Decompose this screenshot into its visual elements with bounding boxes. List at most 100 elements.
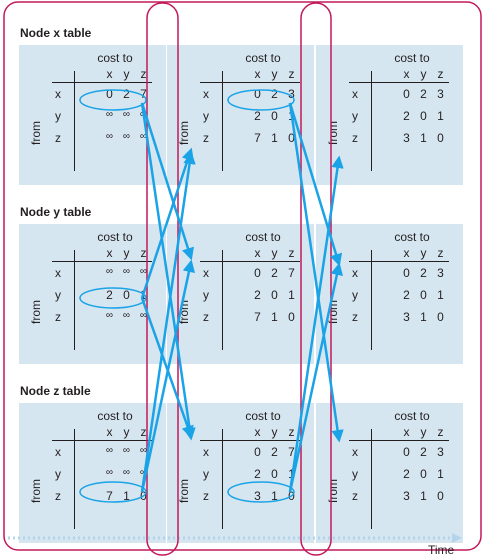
cost-cell-y-x: 2 [403, 467, 410, 481]
cost-cell-y-z: 1 [288, 288, 295, 302]
row-rule [371, 71, 372, 171]
cost-cell-x-y: 2 [420, 87, 427, 101]
cost-cell-x-x: 0 [254, 266, 261, 280]
cost-cell-y-y: ∞ [122, 467, 131, 478]
header-rule [349, 261, 449, 262]
cost-cell-y-z: 1 [437, 288, 444, 302]
column-header-x: x [403, 67, 410, 81]
column-header-x: x [403, 246, 410, 260]
row-header-x: x [203, 445, 209, 459]
node-y-table-title: Node y table [20, 205, 92, 219]
cost-cell-z-y: 1 [123, 489, 130, 503]
column-header-y: y [420, 246, 427, 260]
row-header-x: x [203, 266, 209, 280]
cost-cell-y-x: 2 [403, 288, 410, 302]
cost-cell-x-x: 0 [403, 266, 410, 280]
column-header-y: y [420, 67, 427, 81]
cost-cell-z-z: ∞ [139, 131, 148, 142]
cost-cell-y-x: 2 [254, 109, 261, 123]
cost-cell-x-z: ∞ [139, 445, 148, 456]
header-rule [200, 440, 300, 441]
row-header-z: z [352, 131, 358, 145]
exchange-band-2 [300, 2, 332, 556]
header-rule [349, 440, 449, 441]
column-header-z: z [437, 67, 444, 81]
cost-cell-z-y: 1 [420, 489, 427, 503]
row-header-z: z [55, 310, 61, 324]
timeline-arrowhead [452, 533, 462, 543]
cost-cell-x-z: ∞ [139, 266, 148, 277]
message-arrow-3 [140, 147, 194, 299]
cost-cell-z-x: 3 [254, 489, 261, 503]
row-header-z: z [55, 489, 61, 503]
cost-to-label: cost to [245, 230, 281, 244]
cost-to-label: cost to [245, 409, 281, 423]
column-header-x: x [106, 425, 113, 439]
cost-cell-z-z: 0 [288, 310, 295, 324]
cost-cell-y-z: 1 [437, 109, 444, 123]
column-header-z: z [437, 246, 444, 260]
column-header-z: z [140, 246, 147, 260]
message-arrow-6 [140, 259, 196, 493]
message-arrow-9 [288, 155, 344, 493]
cost-cell-y-y: 0 [271, 467, 278, 481]
cost-cell-z-x: 3 [403, 310, 410, 324]
cost-cell-z-x: 7 [254, 310, 261, 324]
column-header-z: z [288, 425, 295, 439]
cost-cell-z-x: ∞ [105, 131, 114, 142]
header-rule [349, 82, 449, 83]
cost-cell-x-z: 7 [288, 266, 295, 280]
cost-cell-z-x: 3 [403, 489, 410, 503]
row-rule [371, 429, 372, 529]
cost-cell-x-x: 0 [403, 87, 410, 101]
header-rule [52, 82, 152, 83]
cost-cell-x-y: ∞ [122, 445, 131, 456]
row-rule [371, 250, 372, 350]
cost-to-label: cost to [394, 409, 430, 423]
cost-cell-x-x: 0 [254, 445, 261, 459]
row-header-y: y [203, 467, 209, 481]
cost-cell-x-z: 3 [437, 445, 444, 459]
row-header-x: x [352, 266, 358, 280]
row-header-y: y [55, 288, 61, 302]
message-arrow-4 [140, 297, 194, 439]
cost-cell-x-x: 0 [106, 87, 113, 101]
cost-cell-x-y: ∞ [122, 266, 131, 277]
message-arrow-7 [288, 102, 343, 267]
row-header-z: z [203, 489, 209, 503]
message-arrow-10 [288, 262, 343, 493]
cost-cell-x-y: 2 [271, 266, 278, 280]
column-header-y: y [271, 425, 278, 439]
cost-to-label: cost to [97, 409, 133, 423]
cost-cell-z-z: 0 [437, 310, 444, 324]
cost-cell-z-y: 1 [420, 310, 427, 324]
row-header-x: x [352, 87, 358, 101]
message-arrow-1 [140, 102, 194, 261]
cost-cell-y-x: ∞ [105, 109, 114, 120]
row-header-z: z [352, 310, 358, 324]
row-rule [222, 250, 223, 350]
cost-cell-y-y: 0 [271, 109, 278, 123]
cost-cell-y-x: 2 [254, 467, 261, 481]
cost-cell-z-y: ∞ [122, 310, 131, 321]
cost-cell-z-y: 1 [271, 489, 278, 503]
cost-cell-z-y: 1 [271, 310, 278, 324]
message-arrow-2 [140, 102, 196, 441]
cost-cell-x-z: 3 [437, 87, 444, 101]
column-header-x: x [254, 425, 261, 439]
cost-cell-x-z: 7 [288, 445, 295, 459]
ellipse-y-stage-1 [79, 287, 147, 309]
row-header-y: y [203, 109, 209, 123]
row-header-y: y [203, 288, 209, 302]
cost-cell-y-y: 0 [420, 467, 427, 481]
time-label: Time [428, 543, 455, 557]
row-header-y: y [352, 288, 358, 302]
column-header-y: y [123, 425, 130, 439]
cost-to-label: cost to [245, 51, 281, 65]
cost-to-label: cost to [97, 51, 133, 65]
cost-cell-y-y: 0 [420, 288, 427, 302]
